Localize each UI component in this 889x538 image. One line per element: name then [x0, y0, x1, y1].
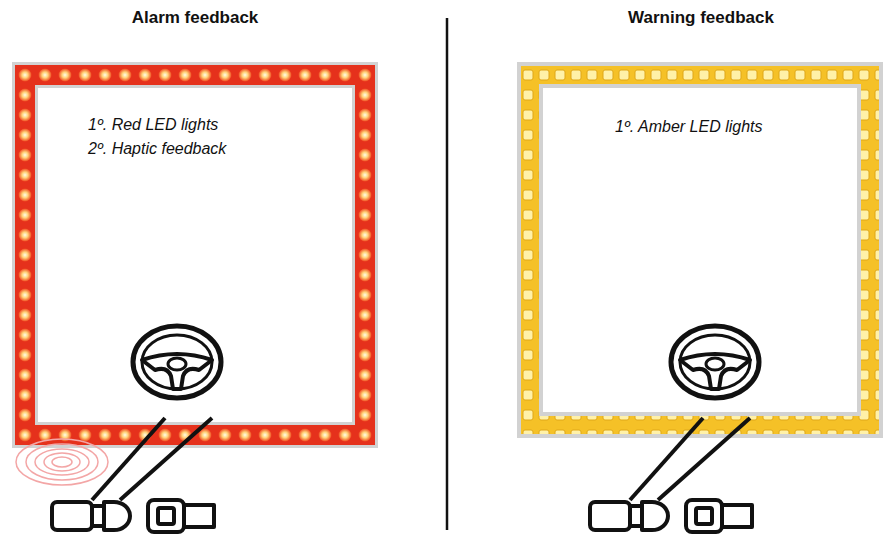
panel-heading: Alarm feedback	[15, 8, 375, 28]
feedback-item: 2º. Haptic feedback	[88, 139, 226, 159]
steering-wheel	[671, 326, 759, 398]
feedback-item: 1º. Amber LED lights	[615, 117, 763, 137]
amber-led-frame	[530, 75, 870, 425]
haptic-waves	[16, 439, 108, 485]
warning-panel: Warning feedback 1º. Amber LED lights	[520, 0, 882, 435]
divider-line	[446, 18, 449, 530]
panel-heading: Warning feedback	[520, 8, 882, 28]
red-led-frame	[25, 75, 365, 435]
alarm-panel: Alarm feedback 1º. Red LED lights 2º. Hapt…	[15, 0, 375, 445]
seat-belt	[590, 418, 752, 532]
steering-wheel	[133, 326, 221, 398]
feedback-item: 1º. Red LED lights	[88, 115, 218, 135]
seat-belt	[52, 418, 214, 532]
